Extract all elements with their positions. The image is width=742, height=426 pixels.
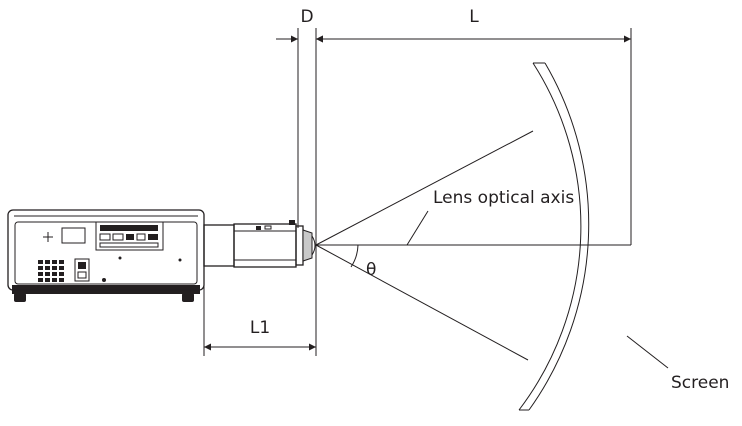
screw-icon — [118, 256, 122, 260]
projector — [7, 209, 316, 302]
theta-arc — [350, 244, 359, 268]
screen — [518, 62, 590, 411]
projection-cone — [315, 130, 631, 361]
cone-upper-edge — [315, 130, 534, 246]
control-pad — [38, 260, 64, 282]
d-label: D — [300, 7, 313, 27]
l1-label: L1 — [250, 318, 270, 338]
power-switch — [74, 258, 90, 282]
connector-panel — [95, 221, 164, 251]
screen-label: Screen — [671, 373, 729, 393]
lens-axis-leader — [406, 210, 429, 246]
crosshair-icon — [43, 232, 53, 242]
theta-label: θ — [366, 260, 376, 280]
lens-barrel — [203, 220, 316, 268]
cone-lower-edge — [315, 244, 529, 361]
projector-window — [61, 227, 86, 244]
screen-inner-arc — [518, 62, 582, 411]
l-label: L — [469, 7, 479, 27]
projector-foot-right — [182, 293, 194, 302]
projector-foot-left — [14, 293, 26, 302]
screen-outer-arc — [528, 62, 590, 411]
screw-icon — [102, 278, 106, 282]
screen-leader — [626, 335, 669, 369]
lens-optical-axis-label: Lens optical axis — [433, 188, 574, 208]
screw-icon — [178, 258, 182, 262]
